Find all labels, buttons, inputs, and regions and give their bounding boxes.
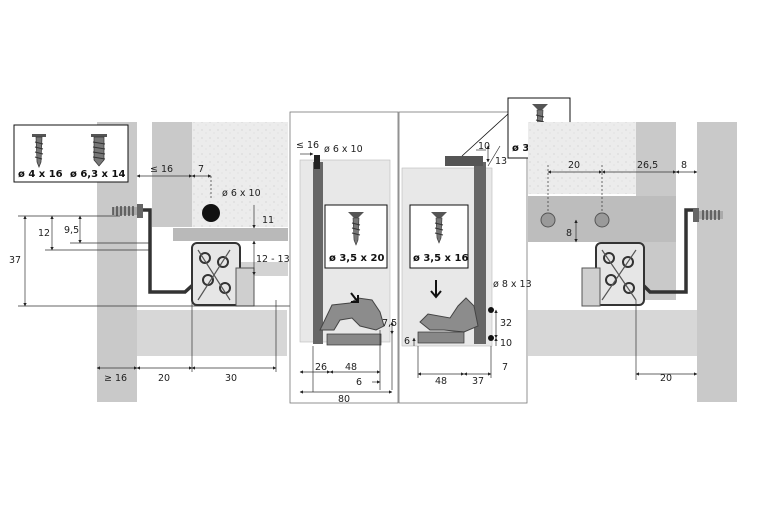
right-fixing-hole-a	[540, 212, 556, 228]
dim-13-top: 13	[495, 156, 507, 167]
dim-20-left: 20	[158, 373, 170, 384]
panel2-dimensions	[412, 145, 501, 378]
dim-ge16: ≥ 16	[104, 373, 127, 384]
panel1-hole-label: ø 6 x 10	[324, 144, 363, 155]
dim-80: 80	[338, 394, 350, 405]
panel2-locking-device	[419, 297, 479, 333]
dim-7-5: 7,5	[382, 318, 397, 329]
dim-48-p2: 48	[435, 376, 447, 387]
dim-26: 26	[315, 362, 327, 373]
dim-7-p2: 7	[502, 362, 508, 373]
left-slide-runner	[191, 242, 255, 307]
dim-8-top: 8	[681, 160, 687, 171]
dim-6-p1: 6	[356, 377, 362, 388]
right-floor-strip	[528, 310, 697, 356]
dim-48-p1: 48	[345, 362, 357, 373]
panel1-dimensions	[299, 152, 394, 394]
right-mounting-bracket	[638, 208, 697, 294]
screw-b-icon	[91, 134, 107, 167]
left-screw-label-a: ø 4 x 16	[18, 169, 63, 180]
dim-10-right: 10	[500, 338, 512, 349]
left-dimension-labels: ≤ 16 7 ø 6 x 10 11 12 - 13 12 9,5 37 ≥ 1…	[9, 164, 290, 384]
left-screw-label-b: ø 6,3 x 14	[70, 169, 125, 180]
panel1-screw-callout: ø 3,5 x 20	[324, 204, 388, 269]
panel-rear-mount: ø 3,5 x 16	[398, 111, 528, 404]
panel2-hole-label: ø 8 x 13	[493, 279, 532, 290]
panel2-top-bracket	[445, 156, 483, 166]
panel2-drill-hole-a	[488, 307, 494, 313]
right-slide-runner	[581, 242, 645, 307]
dim-12: 12	[38, 228, 50, 239]
dim-8-side: 8	[566, 228, 572, 239]
right-fixing-hole-b	[594, 212, 610, 228]
panel1-screw-label: ø 3,5 x 20	[329, 253, 384, 264]
panel2-screw-icon	[431, 212, 447, 244]
right-cabinet-side-panel	[697, 122, 737, 402]
panel2-clip	[417, 331, 465, 344]
panel2-rear-board	[474, 162, 486, 344]
right-dimension-labels: 20 26,5 8 8 20	[566, 160, 687, 384]
left-screw-callout: ø 4 x 16 ø 6,3 x 14	[13, 124, 129, 183]
panel1-drill-mark	[314, 155, 320, 169]
left-wood-screw	[112, 204, 143, 218]
dim-37-left: 37	[9, 255, 21, 266]
panel-front-mount: ø 3,5 x 20	[289, 111, 399, 404]
callout-leader	[461, 113, 509, 157]
right-cabinet-section	[528, 122, 737, 402]
panel1-clip	[326, 333, 382, 346]
dim-11: 11	[262, 215, 274, 226]
panel1-front-board	[313, 162, 323, 344]
dim-10-top: 10	[478, 141, 490, 152]
dim-30: 30	[225, 373, 237, 384]
right-wood-screw	[693, 208, 723, 222]
panel1-dimension-labels: ≤ 16 ø 6 x 10 7,5 26 48 6 80	[296, 140, 397, 405]
panel2-screw-label: ø 3,5 x 16	[413, 253, 468, 264]
right-drawer-front-speckle	[528, 122, 636, 194]
dim-7-left: 7	[198, 164, 204, 175]
panel1-screw-icon	[348, 212, 364, 246]
dim-26-5: 26,5	[637, 160, 658, 171]
dim-le16-left: ≤ 16	[150, 164, 173, 175]
left-drill-hole	[202, 204, 220, 222]
dim-12-13: 12 - 13	[256, 254, 290, 265]
dim-20-right-top: 20	[568, 160, 580, 171]
left-floor-strip	[137, 310, 287, 356]
right-dimensions	[547, 165, 698, 380]
dim-32: 32	[500, 318, 512, 329]
panel2-screw-callout: ø 3,5 x 16	[409, 204, 469, 269]
panel2-drill-hole-b	[488, 335, 494, 341]
dim-20-right-bottom: 20	[660, 373, 672, 384]
dim-9-5: 9,5	[64, 225, 79, 236]
panel2-dimension-labels: 10 13 ø 8 x 13 32 10 6 48 37 7	[404, 141, 532, 387]
dim-le16-panel: ≤ 16	[296, 140, 319, 151]
panel2-arrow	[430, 280, 442, 299]
dim-6-p2: 6	[404, 336, 410, 347]
screw-a-icon	[32, 134, 46, 168]
panel1-locking-device	[319, 297, 385, 331]
left-drawer-bottom-board	[173, 228, 288, 241]
left-dimensions	[18, 174, 290, 372]
left-hole-label: ø 6 x 10	[222, 188, 261, 199]
panel1-arrow	[350, 292, 359, 303]
left-mounting-bracket	[137, 208, 198, 294]
dim-37-p2: 37	[472, 376, 484, 387]
